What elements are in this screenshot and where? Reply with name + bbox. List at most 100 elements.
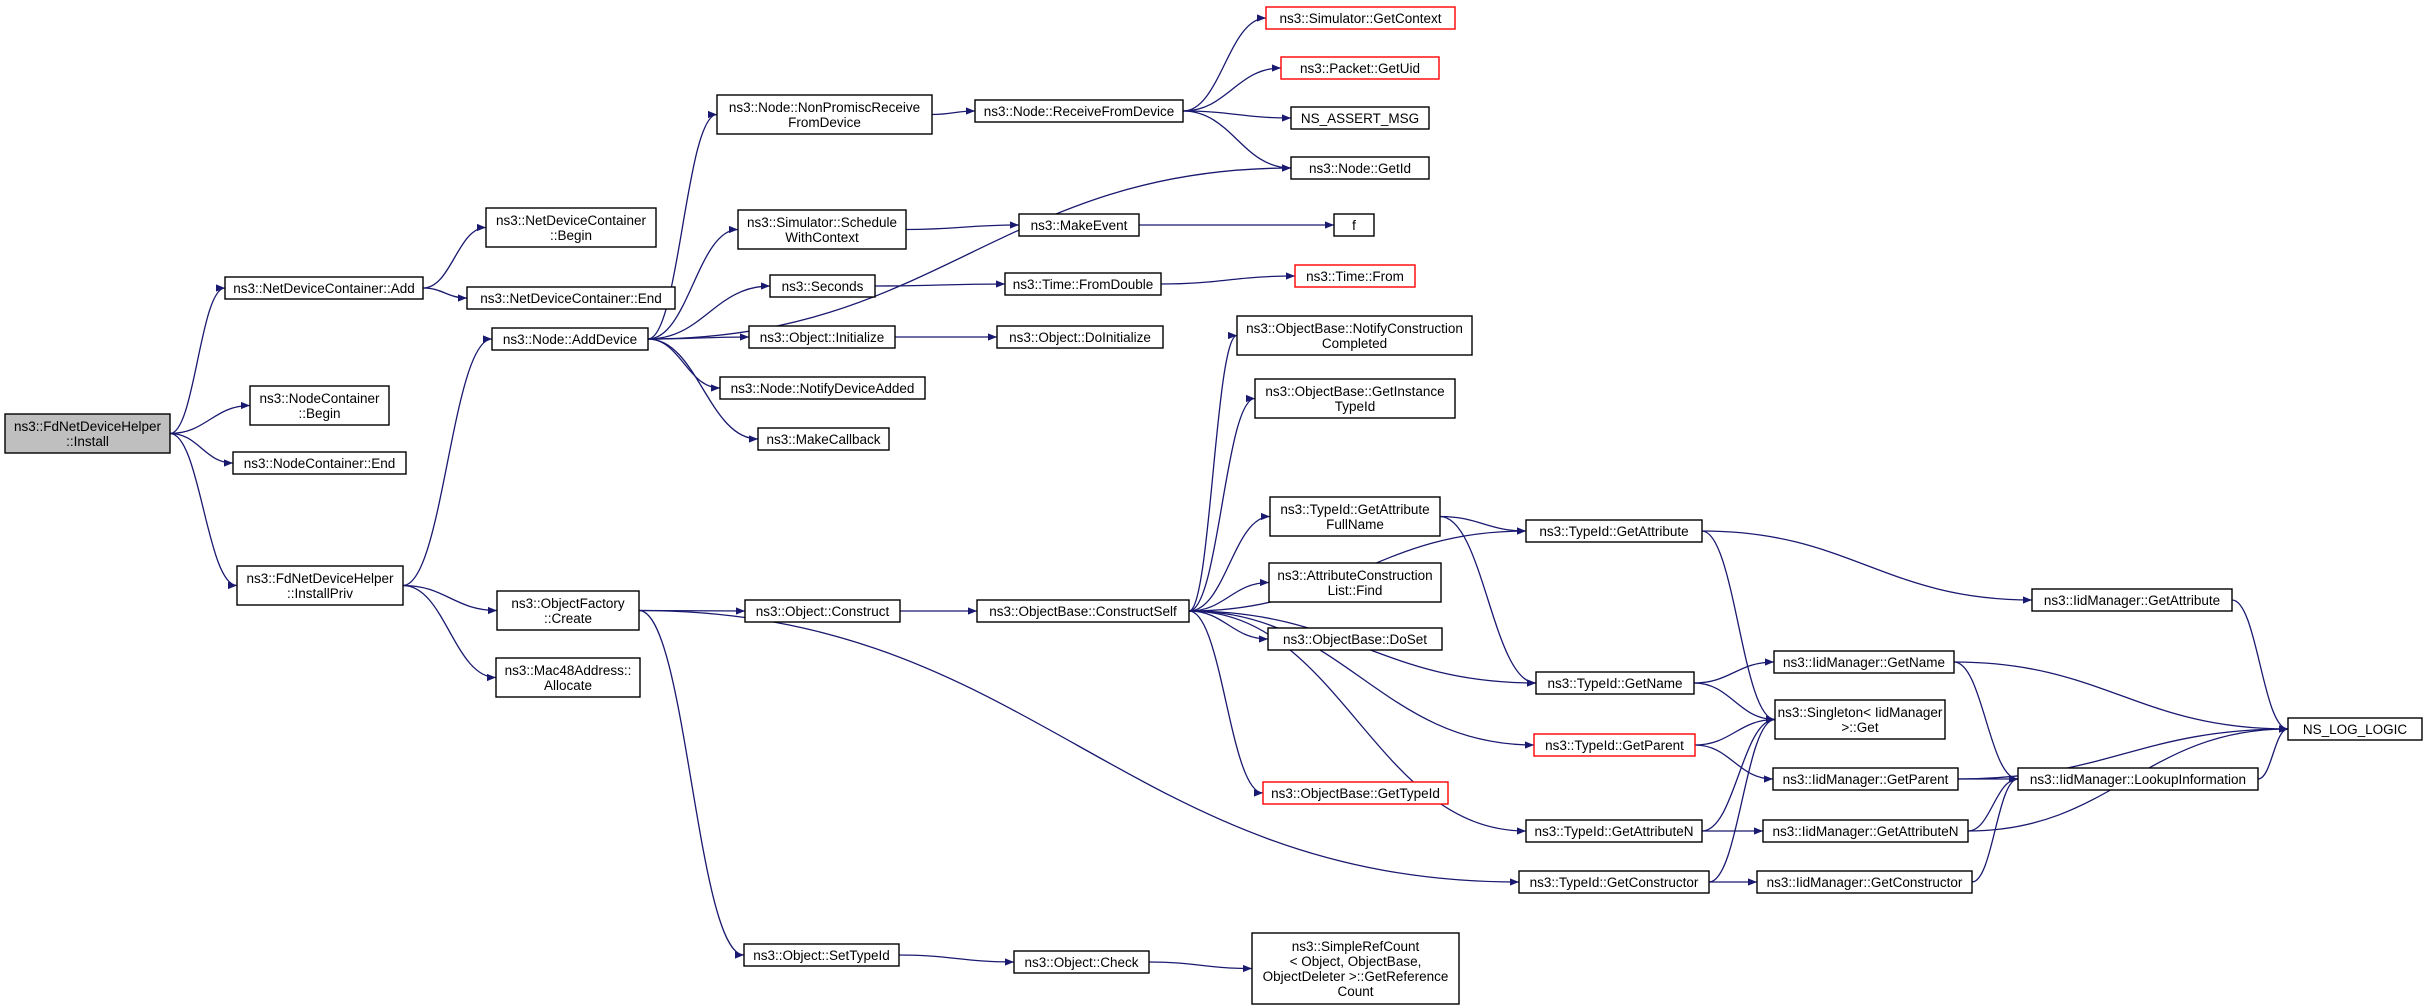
node-box	[2287, 717, 2423, 741]
node-box	[976, 599, 1190, 623]
edge-typeid-getattr-fullname-to-typeid-getattribute	[1439, 515, 1527, 535]
node-label: ns3::Node::NonPromiscReceive	[729, 100, 920, 115]
node-box	[1269, 496, 1441, 537]
edge-install-to-nc-begin	[169, 401, 251, 435]
node-label: ns3::NetDeviceContainer::End	[480, 291, 662, 306]
node-ns-assert-msg[interactable]: NS_ASSERT_MSG	[1290, 106, 1430, 130]
node-sim-getcontext[interactable]: ns3::Simulator::GetContext	[1265, 6, 1456, 30]
node-typeid-getconstructor[interactable]: ns3::TypeId::GetConstructor	[1518, 870, 1710, 894]
node-time-fromdouble[interactable]: ns3::Time::FromDouble	[1004, 272, 1162, 296]
node-box	[1267, 627, 1443, 651]
node-simple-refcount[interactable]: ns3::SimpleRefCount< Object, ObjectBase,…	[1251, 932, 1460, 1005]
node-objectbase-gettypeid[interactable]: ns3::ObjectBase::GetTypeId	[1262, 781, 1449, 805]
node-f[interactable]: f	[1333, 213, 1375, 237]
edge-construct-self-to-notify-construction	[1188, 332, 1238, 612]
edge-construct-self-to-typeid-getattributen	[1188, 610, 1527, 835]
node-label: ns3::SimpleRefCount	[1292, 939, 1420, 954]
node-label: ns3::MakeCallback	[766, 432, 880, 447]
node-make-callback[interactable]: ns3::MakeCallback	[757, 427, 890, 451]
node-box	[716, 94, 933, 135]
node-iid-lookup[interactable]: ns3::IidManager::LookupInformation	[2017, 767, 2259, 791]
node-iid-getname[interactable]: ns3::IidManager::GetName	[1773, 650, 1955, 674]
node-ns-log-logic[interactable]: NS_LOG_LOGIC	[2287, 717, 2423, 741]
node-notify-construction[interactable]: ns3::ObjectBase::NotifyConstructionCompl…	[1236, 315, 1473, 356]
node-ndc-begin[interactable]: ns3::NetDeviceContainer::Begin	[485, 207, 657, 248]
node-box	[1774, 699, 1946, 740]
node-box	[996, 325, 1164, 349]
node-packet-getuid[interactable]: ns3::Packet::GetUid	[1280, 56, 1440, 80]
node-box	[748, 325, 896, 349]
node-label: ns3::NetDeviceContainer	[496, 213, 647, 228]
node-obj-doinitialize[interactable]: ns3::Object::DoInitialize	[996, 325, 1164, 349]
edge-typeid-getconstructor-to-singleton-get	[1708, 715, 1776, 883]
node-iid-getattributen[interactable]: ns3::IidManager::GetAttributeN	[1762, 819, 1969, 843]
node-obj-construct[interactable]: ns3::Object::Construct	[744, 599, 901, 623]
node-label: f	[1352, 218, 1356, 233]
node-nc-end[interactable]: ns3::NodeContainer::End	[232, 451, 407, 475]
node-typeid-getname[interactable]: ns3::TypeId::GetName	[1535, 671, 1695, 695]
node-mac48-allocate[interactable]: ns3::Mac48Address::Allocate	[495, 657, 641, 698]
node-label: WithContext	[785, 230, 859, 245]
node-box	[1013, 950, 1150, 974]
node-label: ObjectDeleter >::GetReference	[1263, 969, 1449, 984]
node-label: ns3::Node::NotifyDeviceAdded	[731, 381, 915, 396]
node-typeid-getattribute[interactable]: ns3::TypeId::GetAttribute	[1525, 519, 1703, 543]
node-box	[1756, 870, 1973, 894]
node-install-priv[interactable]: ns3::FdNetDeviceHelper::InstallPriv	[236, 565, 404, 606]
edge-add-device-to-nonpromisc	[647, 110, 718, 340]
node-obj-check[interactable]: ns3::Object::Check	[1013, 950, 1150, 974]
edge-seconds-to-time-fromdouble	[874, 280, 1006, 288]
node-add-device[interactable]: ns3::Node::AddDevice	[491, 327, 649, 351]
node-iid-getconstructor[interactable]: ns3::IidManager::GetConstructor	[1756, 870, 1973, 894]
node-time-from[interactable]: ns3::Time::From	[1294, 264, 1416, 288]
node-seconds[interactable]: ns3::Seconds	[769, 274, 876, 298]
node-label: ns3::TypeId::GetConstructor	[1530, 875, 1699, 890]
node-box	[2031, 588, 2233, 612]
node-obj-initialize[interactable]: ns3::Object::Initialize	[748, 325, 896, 349]
node-label: ns3::Mac48Address::	[505, 663, 632, 678]
node-notify-device-added[interactable]: ns3::Node::NotifyDeviceAdded	[719, 376, 926, 400]
node-label: ns3::Time::From	[1306, 269, 1404, 284]
node-box	[719, 376, 926, 400]
node-box	[757, 427, 890, 451]
node-label: ns3::Object::Check	[1024, 955, 1138, 970]
node-label: Allocate	[544, 678, 592, 693]
node-singleton-get[interactable]: ns3::Singleton< IidManager >::Get	[1774, 699, 1946, 740]
node-label: FromDevice	[788, 115, 861, 130]
node-ndc-end[interactable]: ns3::NetDeviceContainer::End	[466, 286, 676, 310]
edge-obj-factory-create-to-typeid-getconstructor	[638, 609, 1520, 886]
node-typeid-getparent[interactable]: ns3::TypeId::GetParent	[1533, 733, 1696, 757]
edge-typeid-getparent-to-iid-getparent	[1694, 744, 1774, 783]
node-box	[1773, 650, 1955, 674]
node-nc-begin[interactable]: ns3::NodeContainer::Begin	[249, 385, 390, 426]
node-box	[1268, 562, 1442, 603]
node-obj-settypeid[interactable]: ns3::Object::SetTypeId	[743, 943, 900, 967]
edge-add-device-to-notify-device-added	[647, 338, 721, 392]
node-ndc-add[interactable]: ns3::NetDeviceContainer::Add	[224, 276, 424, 300]
node-label: ::Install	[66, 434, 109, 449]
node-receive-from-device[interactable]: ns3::Node::ReceiveFromDevice	[974, 99, 1184, 123]
node-make-event[interactable]: ns3::MakeEvent	[1018, 213, 1140, 237]
node-label: >::Get	[1841, 720, 1878, 735]
edge-layer	[169, 14, 2289, 973]
node-iid-getparent[interactable]: ns3::IidManager::GetParent	[1772, 767, 1959, 791]
node-label: ns3::ObjectFactory	[511, 596, 625, 611]
node-objectbase-doset[interactable]: ns3::ObjectBase::DoSet	[1267, 627, 1443, 651]
node-construct-self[interactable]: ns3::ObjectBase::ConstructSelf	[976, 599, 1190, 623]
node-node-getid[interactable]: ns3::Node::GetId	[1290, 156, 1430, 180]
node-box	[491, 327, 649, 351]
edge-iid-getname-to-ns-log-logic	[1953, 661, 2289, 733]
node-box	[1333, 213, 1375, 237]
node-label: ns3::NodeContainer::End	[244, 456, 396, 471]
edge-install-to-ndc-add	[169, 284, 226, 435]
node-typeid-getattributen[interactable]: ns3::TypeId::GetAttributeN	[1525, 819, 1703, 843]
node-iid-getattribute[interactable]: ns3::IidManager::GetAttribute	[2031, 588, 2233, 612]
edge-construct-self-to-typeid-getparent	[1188, 610, 1535, 749]
node-obj-factory-create[interactable]: ns3::ObjectFactory::Create	[496, 590, 640, 631]
node-install[interactable]: ns3::FdNetDeviceHelper::Install	[4, 413, 171, 454]
